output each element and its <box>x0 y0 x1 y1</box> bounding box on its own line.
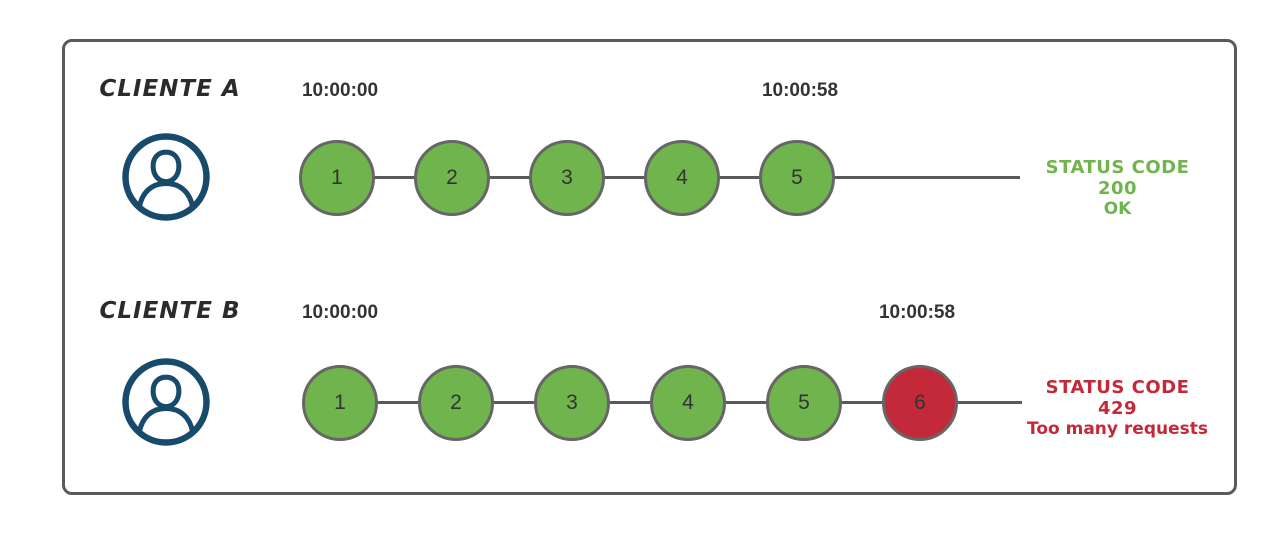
request-circle-a4: 4 <box>644 140 720 216</box>
client-a-label: CLIENTE A <box>99 76 241 102</box>
request-circle-a3: 3 <box>529 140 605 216</box>
timestamp-end-b: 10:00:58 <box>878 302 956 323</box>
user-icon <box>120 131 212 223</box>
request-circle-b3: 3 <box>534 365 610 441</box>
request-number: 3 <box>561 166 573 189</box>
status-code-line: STATUS CODE 200 <box>1045 157 1190 200</box>
status-code-line: STATUS CODE 429 <box>1045 377 1190 420</box>
timestamp-start-b: 10:00:00 <box>301 302 379 323</box>
status-message-line: Too many requests <box>1027 419 1208 440</box>
request-circle-b5: 5 <box>766 365 842 441</box>
request-number: 2 <box>450 391 462 414</box>
request-number: 1 <box>334 391 346 414</box>
status-text-a: STATUS CODE 200 OK <box>1025 157 1210 220</box>
request-circle-b2: 2 <box>418 365 494 441</box>
request-number: 6 <box>914 391 926 414</box>
request-circle-b4: 4 <box>650 365 726 441</box>
request-number: 3 <box>566 391 578 414</box>
request-number: 5 <box>791 166 803 189</box>
request-number: 5 <box>798 391 810 414</box>
status-message-line: OK <box>1103 199 1132 220</box>
request-number: 2 <box>446 166 458 189</box>
client-b-label: CLIENTE B <box>99 298 241 324</box>
timestamp-end-a: 10:00:58 <box>761 80 839 101</box>
request-circle-a2: 2 <box>414 140 490 216</box>
request-circle-b1: 1 <box>302 365 378 441</box>
request-circle-b6-blocked: 6 <box>882 365 958 441</box>
status-text-b: STATUS CODE 429 Too many requests <box>1025 377 1210 440</box>
user-icon <box>120 356 212 448</box>
request-number: 4 <box>682 391 694 414</box>
request-circle-a5: 5 <box>759 140 835 216</box>
timestamp-start-a: 10:00:00 <box>301 80 379 101</box>
request-number: 4 <box>676 166 688 189</box>
request-circle-a1: 1 <box>299 140 375 216</box>
request-number: 1 <box>331 166 343 189</box>
diagram-panel <box>62 39 1237 495</box>
